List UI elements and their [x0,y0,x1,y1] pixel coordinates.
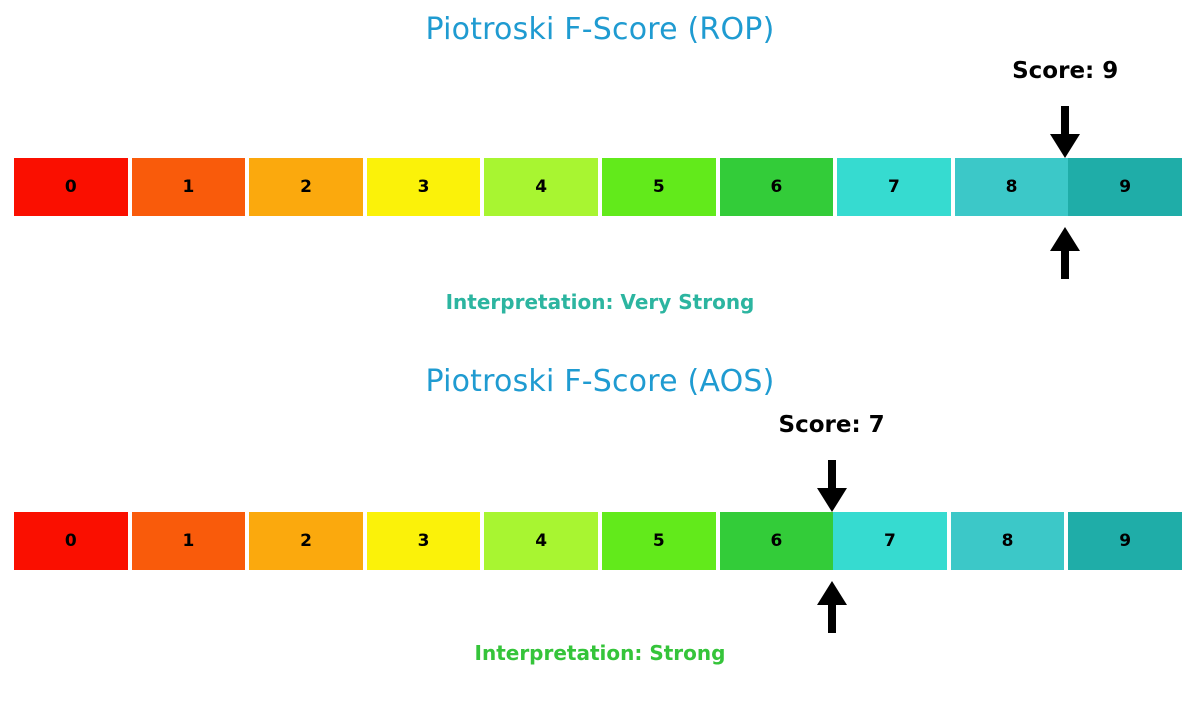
scale-cell-0: 0 [14,158,130,216]
interpretation-text-rop: Interpretation: Very Strong [445,290,755,314]
scale-cell-label: 8 [1001,531,1014,551]
scale-cell-label: 5 [652,177,665,197]
scale-cell-label: 7 [888,177,900,197]
score-scale-bar-rop: 0 1 2 3 4 5 6 7 8 9 [14,158,1182,216]
scale-cell-3: 3 [364,512,483,570]
scale-cell-label: 9 [1119,177,1132,197]
gauge-title-rop: Piotroski F-Score (ROP) [425,12,775,47]
gauge-panel-rop: Piotroski F-Score (ROP) Score: 9 0 1 2 3 4 5 6… [14,12,1182,314]
scale-cell-label: 1 [182,531,195,551]
scale-cell-label: 9 [1119,531,1132,551]
scale-cell-3: 3 [364,158,483,216]
scale-cell-1: 1 [129,158,248,216]
scale-cell-7: 7 [835,158,953,216]
gauge-title-aos: Piotroski F-Score (AOS) [425,364,775,399]
scale-cell-label: 5 [652,531,665,551]
scale-cell-label: 3 [417,531,430,551]
scale-cell-2: 2 [247,512,365,570]
scale-cell-label: 0 [64,531,77,551]
scale-cell-5: 5 [599,512,718,570]
score-pointer-down-icon-rop [1048,106,1082,162]
score-pointer-up-icon-rop [1048,227,1082,283]
score-scale-bar-aos: 0 1 2 3 4 5 6 7 8 9 [14,512,1182,570]
scale-cell-2: 2 [247,158,365,216]
scale-cell-label: 3 [417,177,430,197]
scale-cell-7: 7 [833,512,949,570]
scale-cell-1: 1 [129,512,248,570]
scale-cell-label: 6 [770,531,783,551]
score-label-aos: Score: 7 [778,412,885,438]
scale-cell-9: 9 [1068,158,1182,216]
scale-cell-label: 7 [884,531,896,551]
score-pointer-down-icon-aos [815,460,849,516]
scale-cell-label: 1 [182,177,195,197]
scale-cell-label: 4 [535,177,548,197]
scale-cell-6: 6 [717,158,836,216]
scale-cell-label: 6 [770,177,783,197]
scale-cell-0: 0 [14,512,130,570]
scale-cell-label: 4 [535,531,548,551]
scale-cell-label: 2 [300,531,312,551]
scale-cell-8: 8 [952,158,1069,216]
interpretation-text-aos: Interpretation: Strong [474,641,726,665]
scale-cell-5: 5 [599,158,718,216]
scale-cell-label: 0 [64,177,77,197]
scale-cell-label: 8 [1005,177,1018,197]
scale-cell-9: 9 [1066,512,1182,570]
scale-cell-6: 6 [717,512,834,570]
scale-cell-4: 4 [482,158,600,216]
score-label-rop: Score: 9 [1012,58,1119,84]
gauge-panel-aos: Piotroski F-Score (AOS) Score: 7 0 1 2 3 4 5 6… [0,351,1200,702]
score-pointer-up-icon-aos [815,581,849,637]
scale-cell-4: 4 [482,512,600,570]
scale-cell-label: 2 [300,177,312,197]
scale-cell-8: 8 [948,512,1067,570]
